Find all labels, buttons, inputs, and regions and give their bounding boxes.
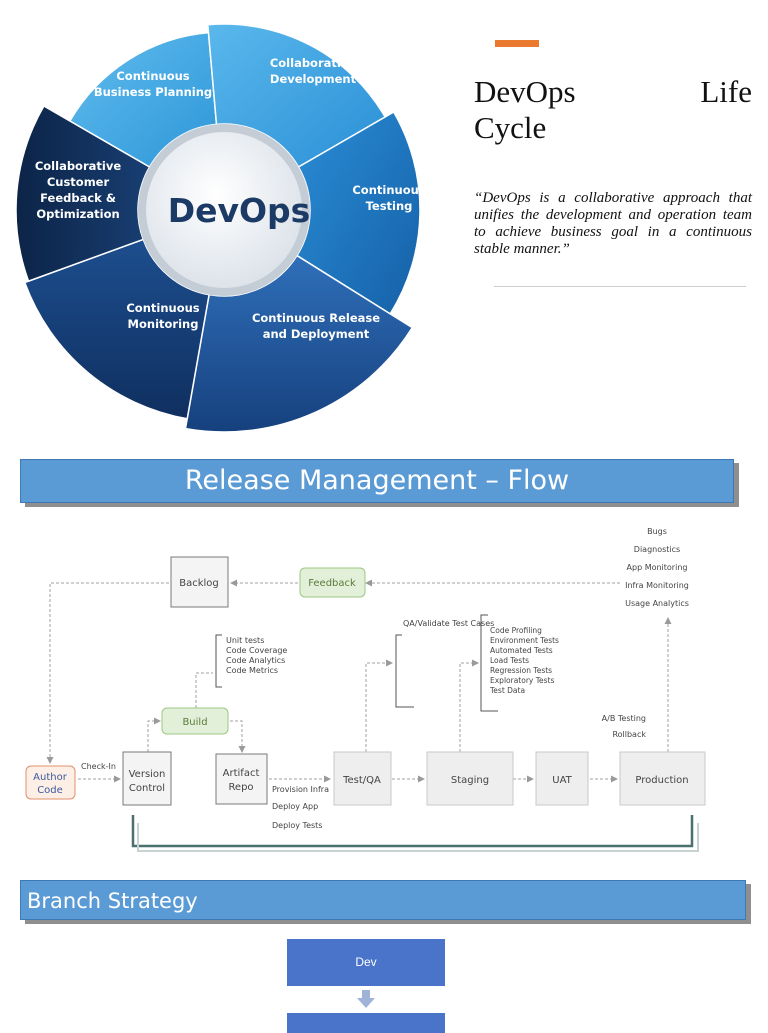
node-staging: Staging xyxy=(426,751,514,806)
testqa-label: Test/QA xyxy=(342,775,381,786)
pipeline-bracket-shadow xyxy=(137,823,699,852)
wheel-center-label: DevOps xyxy=(168,191,311,230)
build-check: Code Coverage xyxy=(226,646,287,655)
monitoring-item: App Monitoring xyxy=(627,563,688,572)
node-artifact-repo: Artifact Repo xyxy=(215,753,268,805)
production-action: Rollback xyxy=(612,730,646,739)
monitoring-item: Diagnostics xyxy=(634,545,680,554)
author-line-2: Code xyxy=(37,785,63,796)
arrow-testqa-qa xyxy=(365,659,393,752)
bracket-qa xyxy=(395,634,414,708)
node-build: Build xyxy=(161,707,229,735)
build-label: Build xyxy=(182,717,207,728)
title-word-2: Life xyxy=(700,74,752,109)
arrow-build-artifact xyxy=(230,720,246,753)
dev-branch-box: Dev xyxy=(287,939,445,986)
node-test-qa: Test/QA xyxy=(333,751,392,806)
node-version-control: Version Control xyxy=(122,751,172,806)
definition-quote: “DevOps is a collaborative approach that… xyxy=(474,190,752,257)
pipeline-bracket xyxy=(131,815,694,848)
version-line-1: Version xyxy=(129,769,166,780)
checkin-label: Check-In xyxy=(81,762,116,771)
bracket-staging-tests xyxy=(480,614,498,712)
author-line-1: Author xyxy=(33,772,68,783)
staging-test: Environment Tests xyxy=(490,636,559,645)
production-actions-list: A/B Testing Rollback xyxy=(602,714,647,739)
staging-test: Automated Tests xyxy=(490,646,553,655)
release-management-banner: Release Management – Flow xyxy=(20,459,734,503)
divider xyxy=(494,286,746,287)
accent-bar xyxy=(495,40,539,47)
qa-validate-label: QA/Validate Test Cases xyxy=(403,619,494,628)
artifact-action: Deploy App xyxy=(272,802,318,811)
next-branch-box xyxy=(287,1013,445,1033)
artifact-line-1: Artifact xyxy=(223,768,260,779)
node-feedback: Feedback xyxy=(299,567,366,598)
artifact-actions-list: Provision Infra Deploy App Deploy Tests xyxy=(272,785,329,830)
node-production: Production xyxy=(619,751,706,806)
monitoring-item: Usage Analytics xyxy=(625,599,689,608)
branch-strategy-banner: Branch Strategy xyxy=(20,880,746,920)
arrow-build-checks xyxy=(195,672,213,708)
arrow-backlog-author xyxy=(46,582,169,764)
build-checks-list: Unit tests Code Coverage Code Analytics … xyxy=(226,636,287,675)
backlog-label: Backlog xyxy=(179,578,219,589)
down-arrow-icon xyxy=(357,990,375,1008)
version-line-2: Control xyxy=(129,783,165,794)
staging-test: Regression Tests xyxy=(490,666,552,675)
node-author-code: Author Code xyxy=(25,765,76,800)
artifact-action: Deploy Tests xyxy=(272,821,322,830)
arrow-version-build xyxy=(147,717,161,752)
staging-test: Exploratory Tests xyxy=(490,676,554,685)
staging-test: Test Data xyxy=(489,686,525,695)
title-word-1: DevOps xyxy=(474,74,576,109)
production-action: A/B Testing xyxy=(602,714,646,723)
staging-test: Code Profiling xyxy=(490,626,542,635)
build-check: Code Analytics xyxy=(226,656,285,665)
monitoring-list: Bugs Diagnostics App Monitoring Infra Mo… xyxy=(625,527,689,608)
monitoring-item: Bugs xyxy=(647,527,667,536)
release-flow-diagram: Author Code Check-In Version Control Bui… xyxy=(25,527,706,852)
monitoring-item: Infra Monitoring xyxy=(625,581,689,590)
artifact-line-2: Repo xyxy=(228,782,253,793)
wheel-center xyxy=(146,132,302,288)
staging-label: Staging xyxy=(451,775,489,786)
build-check: Unit tests xyxy=(226,636,264,645)
arrow-staging-tests xyxy=(459,659,479,752)
node-uat: UAT xyxy=(535,751,589,806)
title-line-2: Cycle xyxy=(474,110,547,145)
page-title: DevOps Life Cycle xyxy=(474,74,752,146)
staging-tests-list: Code Profiling Environment Tests Automat… xyxy=(489,626,559,695)
staging-test: Load Tests xyxy=(490,656,529,665)
node-backlog: Backlog xyxy=(170,556,229,608)
feedback-label: Feedback xyxy=(308,578,356,589)
build-check: Code Metrics xyxy=(226,666,278,675)
production-label: Production xyxy=(635,775,688,786)
artifact-action: Provision Infra xyxy=(272,785,329,794)
bracket-build-checks xyxy=(215,634,222,688)
uat-label: UAT xyxy=(552,775,572,786)
